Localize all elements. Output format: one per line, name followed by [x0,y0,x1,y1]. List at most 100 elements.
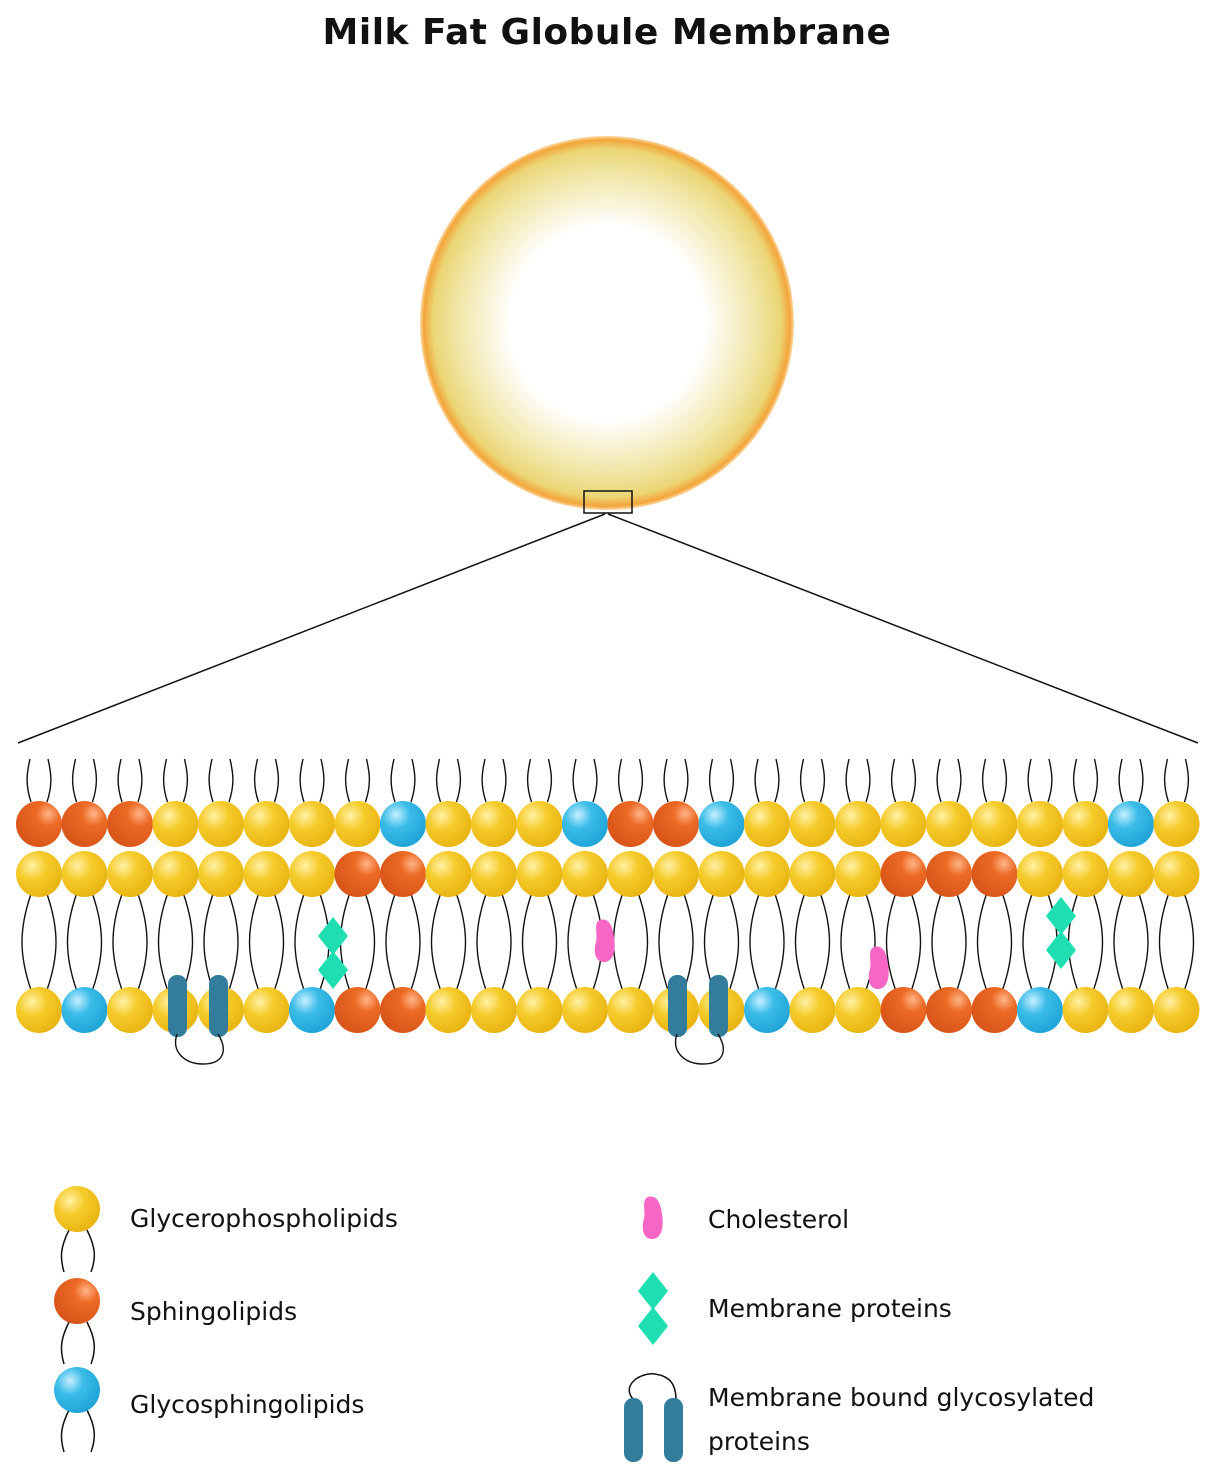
lipid-tail [299,758,305,803]
glycerophospholipid-head [61,851,108,897]
glycerophospholipid-head [971,801,1018,847]
sphingolipid-head [380,851,426,897]
lipid-tail [819,893,831,991]
legend-cholesterol-icon [642,1196,663,1240]
zoom-line-right [607,513,1199,744]
lipid-tail [799,758,806,803]
lipid-tail [1027,758,1033,803]
lipid-tail [112,893,123,991]
glycerophospholipid-head [1108,851,1154,897]
zoom-box [583,490,633,514]
lipid-tail [546,758,553,803]
cholesterol-icon [594,919,615,963]
glycerophospholipid-head [16,987,62,1033]
glycerophospholipid-head [152,801,199,847]
lipid-tail [410,893,421,991]
glycerophospholipid-head [789,851,836,897]
glycerophospholipid-head [1153,987,1200,1033]
glycerophospholipid-head [1153,851,1200,897]
glycerophospholipid-head [789,987,836,1033]
lipid-tail [137,758,143,803]
sphingolipid-head [971,987,1018,1033]
lipid-tail [981,758,988,803]
lipid-tail [865,758,871,803]
lipid-tail [663,758,669,803]
lipid-tail [248,893,260,991]
lipid-tail [546,893,558,991]
sphingolipid-head [880,851,927,897]
glycerophospholipid-head [744,801,790,847]
lipid-tail [637,758,644,803]
lipid-tail [203,893,214,991]
glycosylated-protein-icon [168,975,228,1065]
lipid-tail [976,893,988,991]
lipid-tail [481,758,487,803]
glycerophospholipid-head [289,801,335,847]
lipid-tail [683,893,694,991]
lipid-tail [845,758,851,803]
lipid-tail [617,758,624,803]
lipid-tail [91,893,103,991]
lipid-tail [430,893,442,991]
lipid-tail [1001,758,1008,803]
membrane-inclusions [168,897,1076,1065]
lipid-tail [637,893,649,991]
lipid-tail [157,893,169,991]
lipid-tail [708,758,715,803]
sphingolipid-head [334,987,381,1033]
sphingolipid-head [926,987,972,1033]
lipid-tail [476,893,487,991]
lipid-tail [162,758,169,803]
lipid-tail [819,758,826,803]
lipid-tail [749,893,760,991]
lipid-tail [435,758,442,803]
lipid-tail [208,758,214,803]
glycerophospholipid-head [516,801,563,847]
lipid-tail [1072,758,1079,803]
glycerophospholipid-head [334,801,381,847]
lipid-tail [344,758,351,803]
cholesterol-icon [868,946,889,990]
lipid-tail [1163,758,1170,803]
glycerophospholipid-head [516,851,563,897]
lipid-tail [410,758,416,803]
sphingolipid-head [107,801,153,847]
lipid-tail [910,893,922,991]
lipid-tail [1092,893,1104,991]
lipid-tail [319,758,325,803]
lipid-tail [117,758,123,803]
lipid-tail [658,893,669,991]
lipid-heads [16,801,1200,1033]
lipid-tail [754,758,760,803]
lipid-tail [1092,758,1099,803]
sphingolipid-head [334,851,381,897]
sphingolipid-head [971,851,1018,897]
glycerophospholipid-head [1153,801,1200,847]
lipid-tail [455,893,467,991]
glycerophospholipid-head [198,801,244,847]
glycerophospholipid-head [1108,987,1154,1033]
glycerophospholipid-head [471,851,517,897]
glycosphingolipid-head [1108,801,1154,847]
glycosphingolipid-head [744,987,790,1033]
glycerophospholipid-head [835,851,881,897]
lipid-tail [956,758,962,803]
glycerophospholipid-head [16,851,62,897]
glycerophospholipid-head [1017,851,1063,897]
lipid-tail [66,893,78,991]
lipid-tail [1138,758,1144,803]
lipid-tail [1183,758,1190,803]
legend-glycosylated-protein-icon [624,1373,683,1462]
lipid-tail [956,893,967,991]
lipid-tail [1001,893,1013,991]
zoom-line-left [17,513,606,744]
lipid-tail [364,758,371,803]
glycosphingolipid-head [698,801,745,847]
glycerophospholipid-head [926,801,972,847]
sphingolipid-head [61,801,108,847]
glycerophospholipid-head [243,801,290,847]
glycerophospholipid-head [289,851,335,897]
glycerophospholipid-head [107,851,153,897]
glycerophospholipid-head [1062,801,1109,847]
lipid-tail [46,893,57,991]
